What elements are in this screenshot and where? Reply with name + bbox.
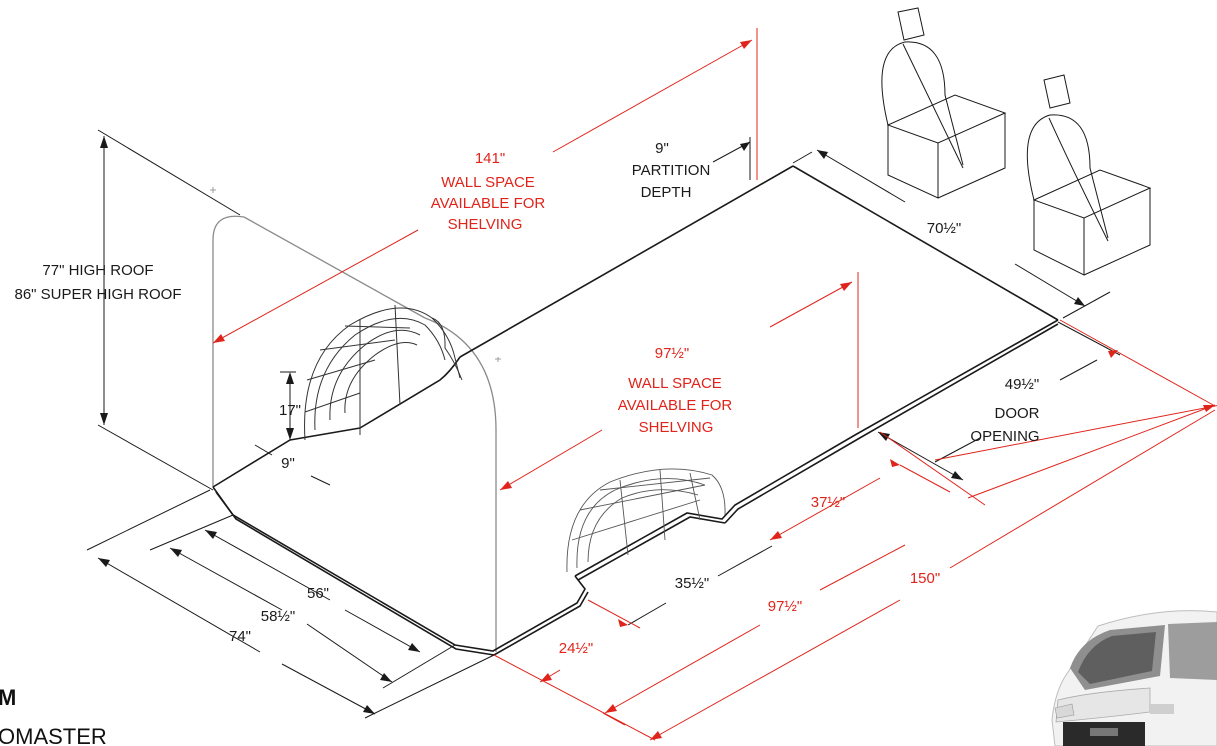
wall-141-value: 141" <box>475 150 505 167</box>
dim-56-label: 56" <box>307 585 329 602</box>
black-arrowheads <box>98 136 1085 714</box>
door-value: 49½" <box>1005 376 1040 393</box>
roof-super-high-label: 86" SUPER HIGH ROOF <box>14 286 181 303</box>
partition-outline <box>210 187 501 652</box>
black-dimension-lines <box>86 129 1121 719</box>
red-dimension-lines <box>212 28 1217 741</box>
seat-icon <box>881 7 1007 199</box>
dim-74-label: 74" <box>229 628 251 645</box>
width-70-label: 70½" <box>927 220 962 237</box>
red-arrowheads <box>213 40 1215 740</box>
wheel-well-front <box>304 304 463 441</box>
dim-150-label: 150" <box>910 570 940 587</box>
wall-97-line2: AVAILABLE FOR <box>618 397 733 414</box>
wall-141-line2: AVAILABLE FOR <box>431 195 546 212</box>
bottom-title-line2: OMASTER <box>0 724 107 746</box>
dim-97-floor-label: 97½" <box>768 598 803 615</box>
wall-97-line1: WALL SPACE <box>628 375 722 392</box>
dim-24-label: 24½" <box>559 640 594 657</box>
wall-141-line1: WALL SPACE <box>441 174 535 191</box>
wall-97-value: 97½" <box>655 345 690 362</box>
wall-141-line3: SHELVING <box>448 216 523 233</box>
door-line2: OPENING <box>970 428 1039 445</box>
wall-97-line3: SHELVING <box>639 419 714 436</box>
van-photo <box>1051 610 1217 746</box>
wheel-well-height-label: 17" <box>279 402 301 419</box>
roof-high-label: 77" HIGH ROOF <box>42 262 153 279</box>
partition-line1: PARTITION <box>632 162 711 179</box>
door-line1: DOOR <box>995 405 1040 422</box>
dim-35-label: 35½" <box>675 575 710 592</box>
partition-value: 9" <box>655 140 669 157</box>
partition-line2: DEPTH <box>641 184 692 201</box>
wheel-well-rear <box>566 468 726 573</box>
wheel-well-depth-label: 9" <box>281 455 295 472</box>
dim-58-label: 58½" <box>261 608 296 625</box>
seat-icon <box>1026 74 1152 276</box>
bottom-title-line1: M <box>0 685 16 710</box>
dim-37-label: 37½" <box>811 494 846 511</box>
